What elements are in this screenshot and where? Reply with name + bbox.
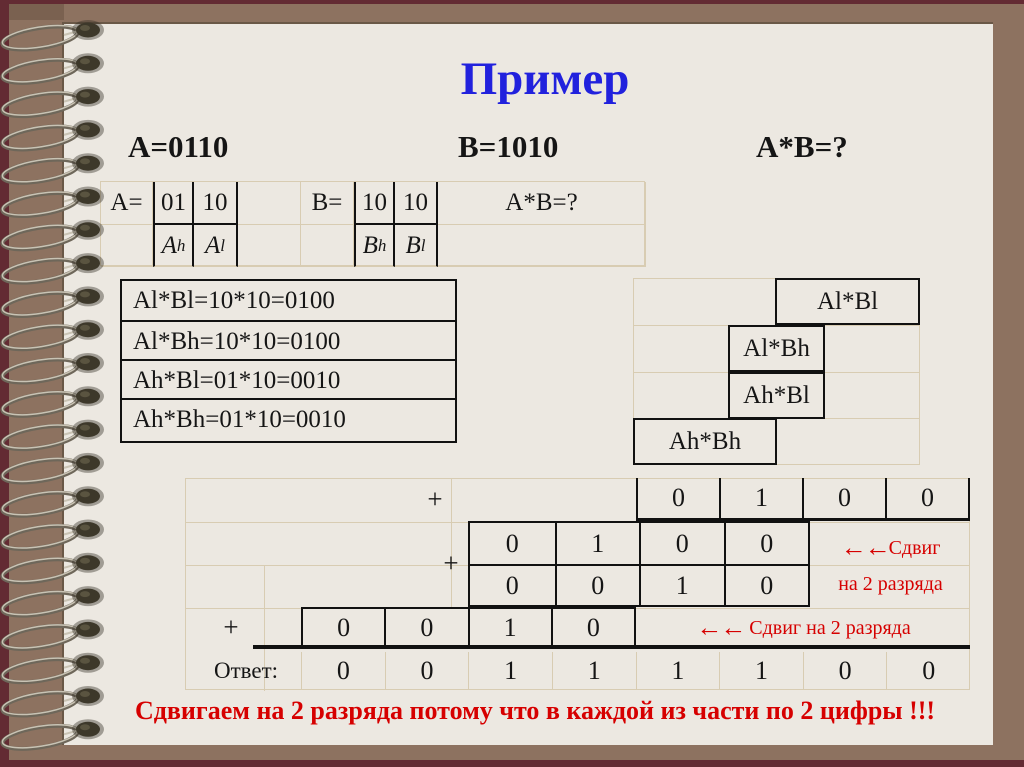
shift-note-line2: на 2 разряда [838,572,943,595]
cell-b-label: B= [301,182,354,225]
digit-cell: 0 [886,652,970,690]
sub-base: B [362,231,378,259]
digit-cell: 1 [639,564,724,605]
digit-cell: 0 [505,528,519,558]
shift-left-arrows-icon: ←← [696,613,746,642]
addend-row-1: 0 1 0 0 [636,478,970,521]
digit-cell: 1 [468,652,552,690]
product-row: Ah*Bh=01*10=0010 [122,398,455,437]
addend-row-4-box: 0 0 1 0 [301,607,636,648]
digit-cell: 1 [635,652,720,690]
frame-left-strip [0,0,9,767]
plus-sign-1: + [427,484,443,514]
product-row: Al*Bl=10*10=0100 [133,287,335,314]
digit-cell: 0 [885,478,968,518]
cell-gap [238,182,301,225]
digit-cell: 1 [719,652,803,690]
digit-cell: 0 [802,478,885,518]
digit-cell: 1 [467,609,551,646]
digit-cell: 0 [802,652,887,690]
addend-rows-2-3-box: 0 1 0 0 0 0 1 0 [468,521,810,607]
shift-note-text: Сдвиг на 2 разряда [744,617,911,639]
cell-product-label: A*B=? [438,182,646,225]
sum-rule-line [253,645,970,649]
digit-cell: 0 [639,523,724,564]
cell-a-label: A= [101,182,153,225]
digit-cell: 1 [554,523,640,564]
answer-label: Ответ: [213,658,279,683]
corner-shadow [9,4,64,20]
footnote: Сдвигаем на 2 разряда потому что в каждо… [134,696,936,725]
partial-products-table: Al*Bl=10*10=0100 Al*Bh=10*10=0100 Ah*Bl=… [120,279,457,443]
plus-sign-3: + [223,612,239,642]
sub-base: A [161,231,177,259]
frame-bottom-strip [0,760,1024,767]
answer-row: 0 0 1 1 1 1 0 0 [301,652,970,690]
grid-line [264,565,265,691]
product-row: Al*Bh=10*10=0100 [122,320,455,359]
equation-a: A=0110 [128,129,229,164]
cell-b-low: 10 [395,182,438,225]
digit-cell: 0 [384,609,467,646]
digit-cell: 0 [470,564,555,605]
stair-box-ahbl: Ah*Bl [728,372,825,419]
plus-sign-2: + [443,548,459,578]
cell-empty [101,225,153,267]
cell-b-high: 10 [354,182,395,225]
digit-cell: 0 [554,564,639,605]
shift-note-stacked: ←←Сдвиг на 2 разряда [812,522,969,606]
shift-note-line1: ←←Сдвиг [812,528,969,568]
stair-box-ahbh: Ah*Bh [633,418,777,465]
equation-b: B=1010 [458,129,559,164]
cell-empty [438,225,646,267]
digit-cell: 0 [723,523,809,564]
digit-cell: 0 [301,652,385,690]
cell-a-low: 10 [194,182,238,225]
shift-note-text: Сдвиг [888,537,941,560]
digit-cell: 1 [719,478,802,518]
digit-cell: 0 [723,564,808,605]
product-row: Ah*Bl=01*10=0010 [122,359,455,398]
digit-cell: 1 [551,652,636,690]
cell-empty [238,225,301,267]
digit-cell: 0 [672,483,685,512]
frame-top-strip [0,0,1024,4]
digit-cell: 0 [384,652,469,690]
cell-a-high: 01 [153,182,194,225]
grid-line [451,479,452,608]
shift-note-inline: ←← Сдвиг на 2 разряда [638,607,969,648]
stair-box-albh: Al*Bh [728,325,825,372]
sub-base: A [204,231,221,259]
slide-title: Пример [460,53,630,105]
equation-product: A*B=? [756,129,848,164]
sub-base: B [405,231,421,259]
digit-cell: 0 [550,609,634,646]
cell-empty [301,225,354,267]
spiral-binding [0,18,107,756]
stair-box-albl: Al*Bl [775,278,920,325]
shift-left-arrows-icon: ←← [840,533,891,563]
digit-cell: 0 [337,612,351,642]
